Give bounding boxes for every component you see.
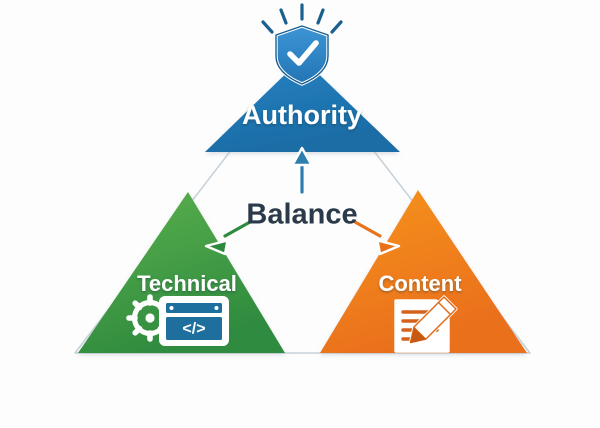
authority-label: Authority [242, 100, 362, 130]
code-window-gear-icon: </> [126, 294, 229, 346]
shield-check-icon [261, 3, 343, 86]
technical-triangle[interactable] [78, 192, 285, 353]
technical-label: Technical [137, 271, 237, 296]
pencil-icon [408, 295, 458, 345]
arrow-to-content [353, 220, 401, 256]
content-label: Content [378, 271, 462, 296]
segment-authority[interactable]: Authority [205, 3, 400, 152]
arrow-to-authority [291, 146, 313, 194]
segment-technical[interactable]: Technical [78, 192, 285, 353]
document-pencil-icon [394, 295, 458, 353]
shield-outline [274, 24, 330, 86]
arrow-to-technical [204, 220, 252, 256]
check-mark-icon [287, 40, 319, 66]
segment-content[interactable]: Content [320, 190, 527, 353]
balance-hub: Balance [204, 146, 401, 256]
authority-triangle[interactable] [205, 58, 400, 152]
shield-outline-inner [275, 25, 329, 85]
content-triangle[interactable] [320, 190, 527, 353]
code-glyph: </> [182, 321, 205, 338]
balance-label: Balance [246, 199, 357, 231]
shield-rays [261, 3, 343, 34]
code-window-icon: </> [159, 296, 229, 346]
